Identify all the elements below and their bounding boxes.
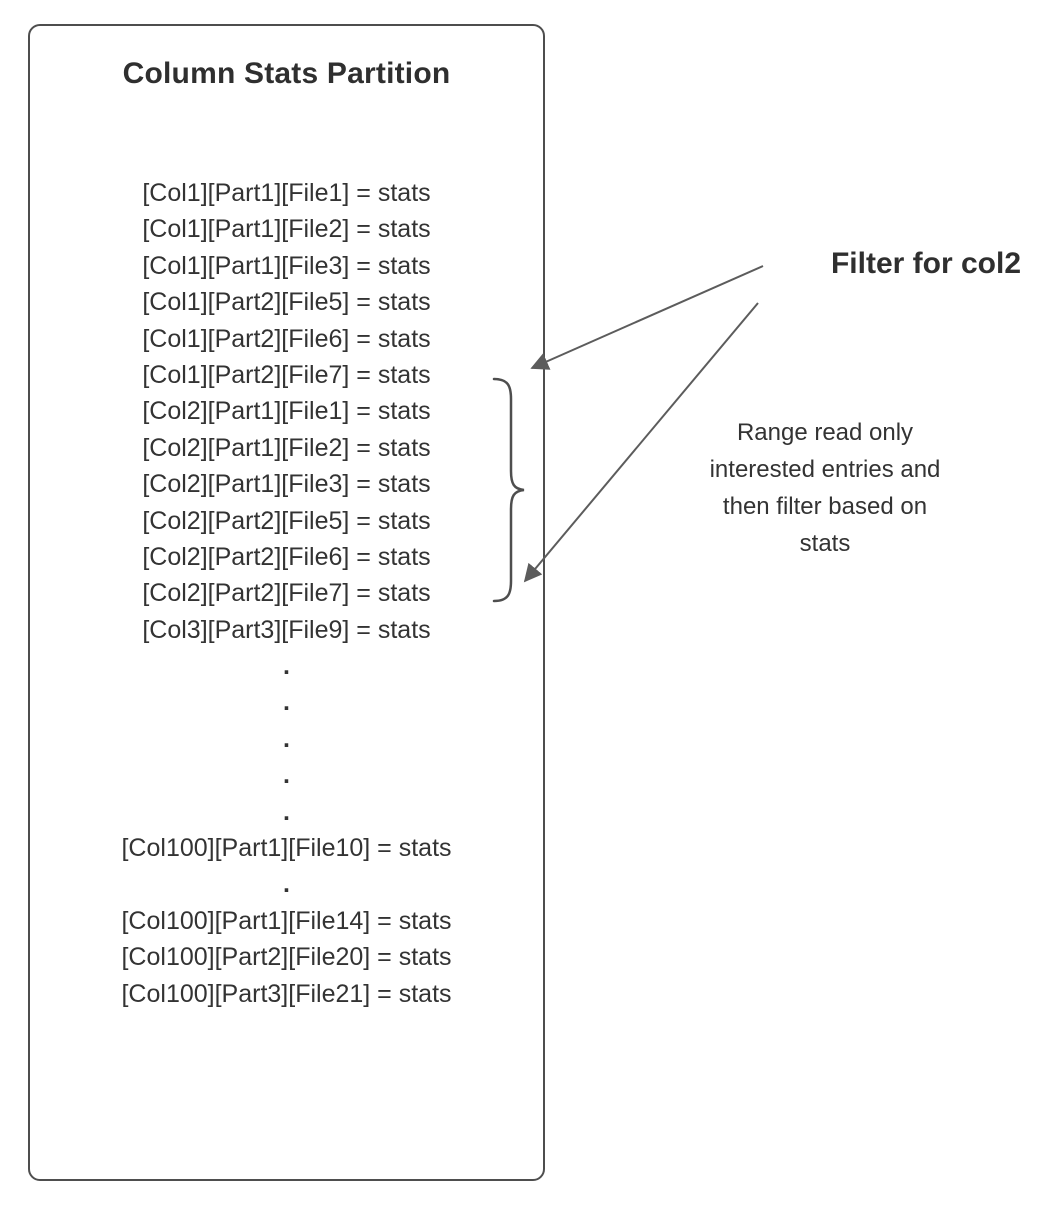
stats-entry: [Col3][Part3][File9] = stats [142, 615, 431, 644]
stats-entry: [Col1][Part1][File3] = stats [142, 251, 431, 280]
ellipsis-dot: . [283, 761, 290, 790]
stats-entry: [Col100][Part1][File14] = stats [121, 906, 452, 935]
stats-entry: [Col1][Part2][File7] = stats [142, 360, 431, 389]
range-note: Range read only interested entries and t… [665, 414, 985, 562]
ellipsis-dot: . [283, 870, 290, 899]
stats-entry: [Col2][Part1][File3] = stats [142, 470, 431, 499]
ellipsis-dot: . [283, 724, 290, 753]
ellipsis-dot: . [283, 652, 290, 681]
stats-entry: [Col2][Part2][File5] = stats [142, 506, 431, 535]
stats-entry: [Col2][Part1][File1] = stats [142, 397, 431, 426]
range-note-line: stats [799, 530, 851, 557]
range-note-line: Range read only [736, 419, 914, 446]
stats-entry: [Col2][Part2][File6] = stats [142, 542, 431, 571]
stats-entry: [Col100][Part1][File10] = stats [121, 834, 452, 863]
stats-entry: [Col1][Part2][File5] = stats [142, 288, 431, 317]
box-title: Column Stats Partition [122, 57, 451, 90]
stats-entry: [Col2][Part2][File7] = stats [142, 579, 431, 608]
stats-entry: [Col1][Part1][File2] = stats [142, 215, 431, 244]
filter-label: Filter for col2 [830, 247, 1022, 280]
stats-entries-list: [Col1][Part1][File1] = stats [Col1][Part1… [30, 175, 543, 1012]
range-note-line: then filter based on [722, 493, 928, 520]
stats-entry: [Col2][Part1][File2] = stats [142, 433, 431, 462]
stats-entry: [Col100][Part2][File20] = stats [121, 943, 452, 972]
arrow-to-col2-top-icon [530, 265, 764, 370]
range-note-line: interested entries and [709, 456, 941, 483]
stats-entry: [Col1][Part2][File6] = stats [142, 324, 431, 353]
stats-entry: [Col100][Part3][File21] = stats [121, 979, 452, 1008]
ellipsis-dot: . [283, 688, 290, 717]
stats-entry: [Col1][Part1][File1] = stats [142, 179, 431, 207]
column-stats-partition-box: Column Stats Partition [Col1][Part1][Fil… [28, 24, 545, 1181]
ellipsis-dot: . [283, 797, 290, 826]
